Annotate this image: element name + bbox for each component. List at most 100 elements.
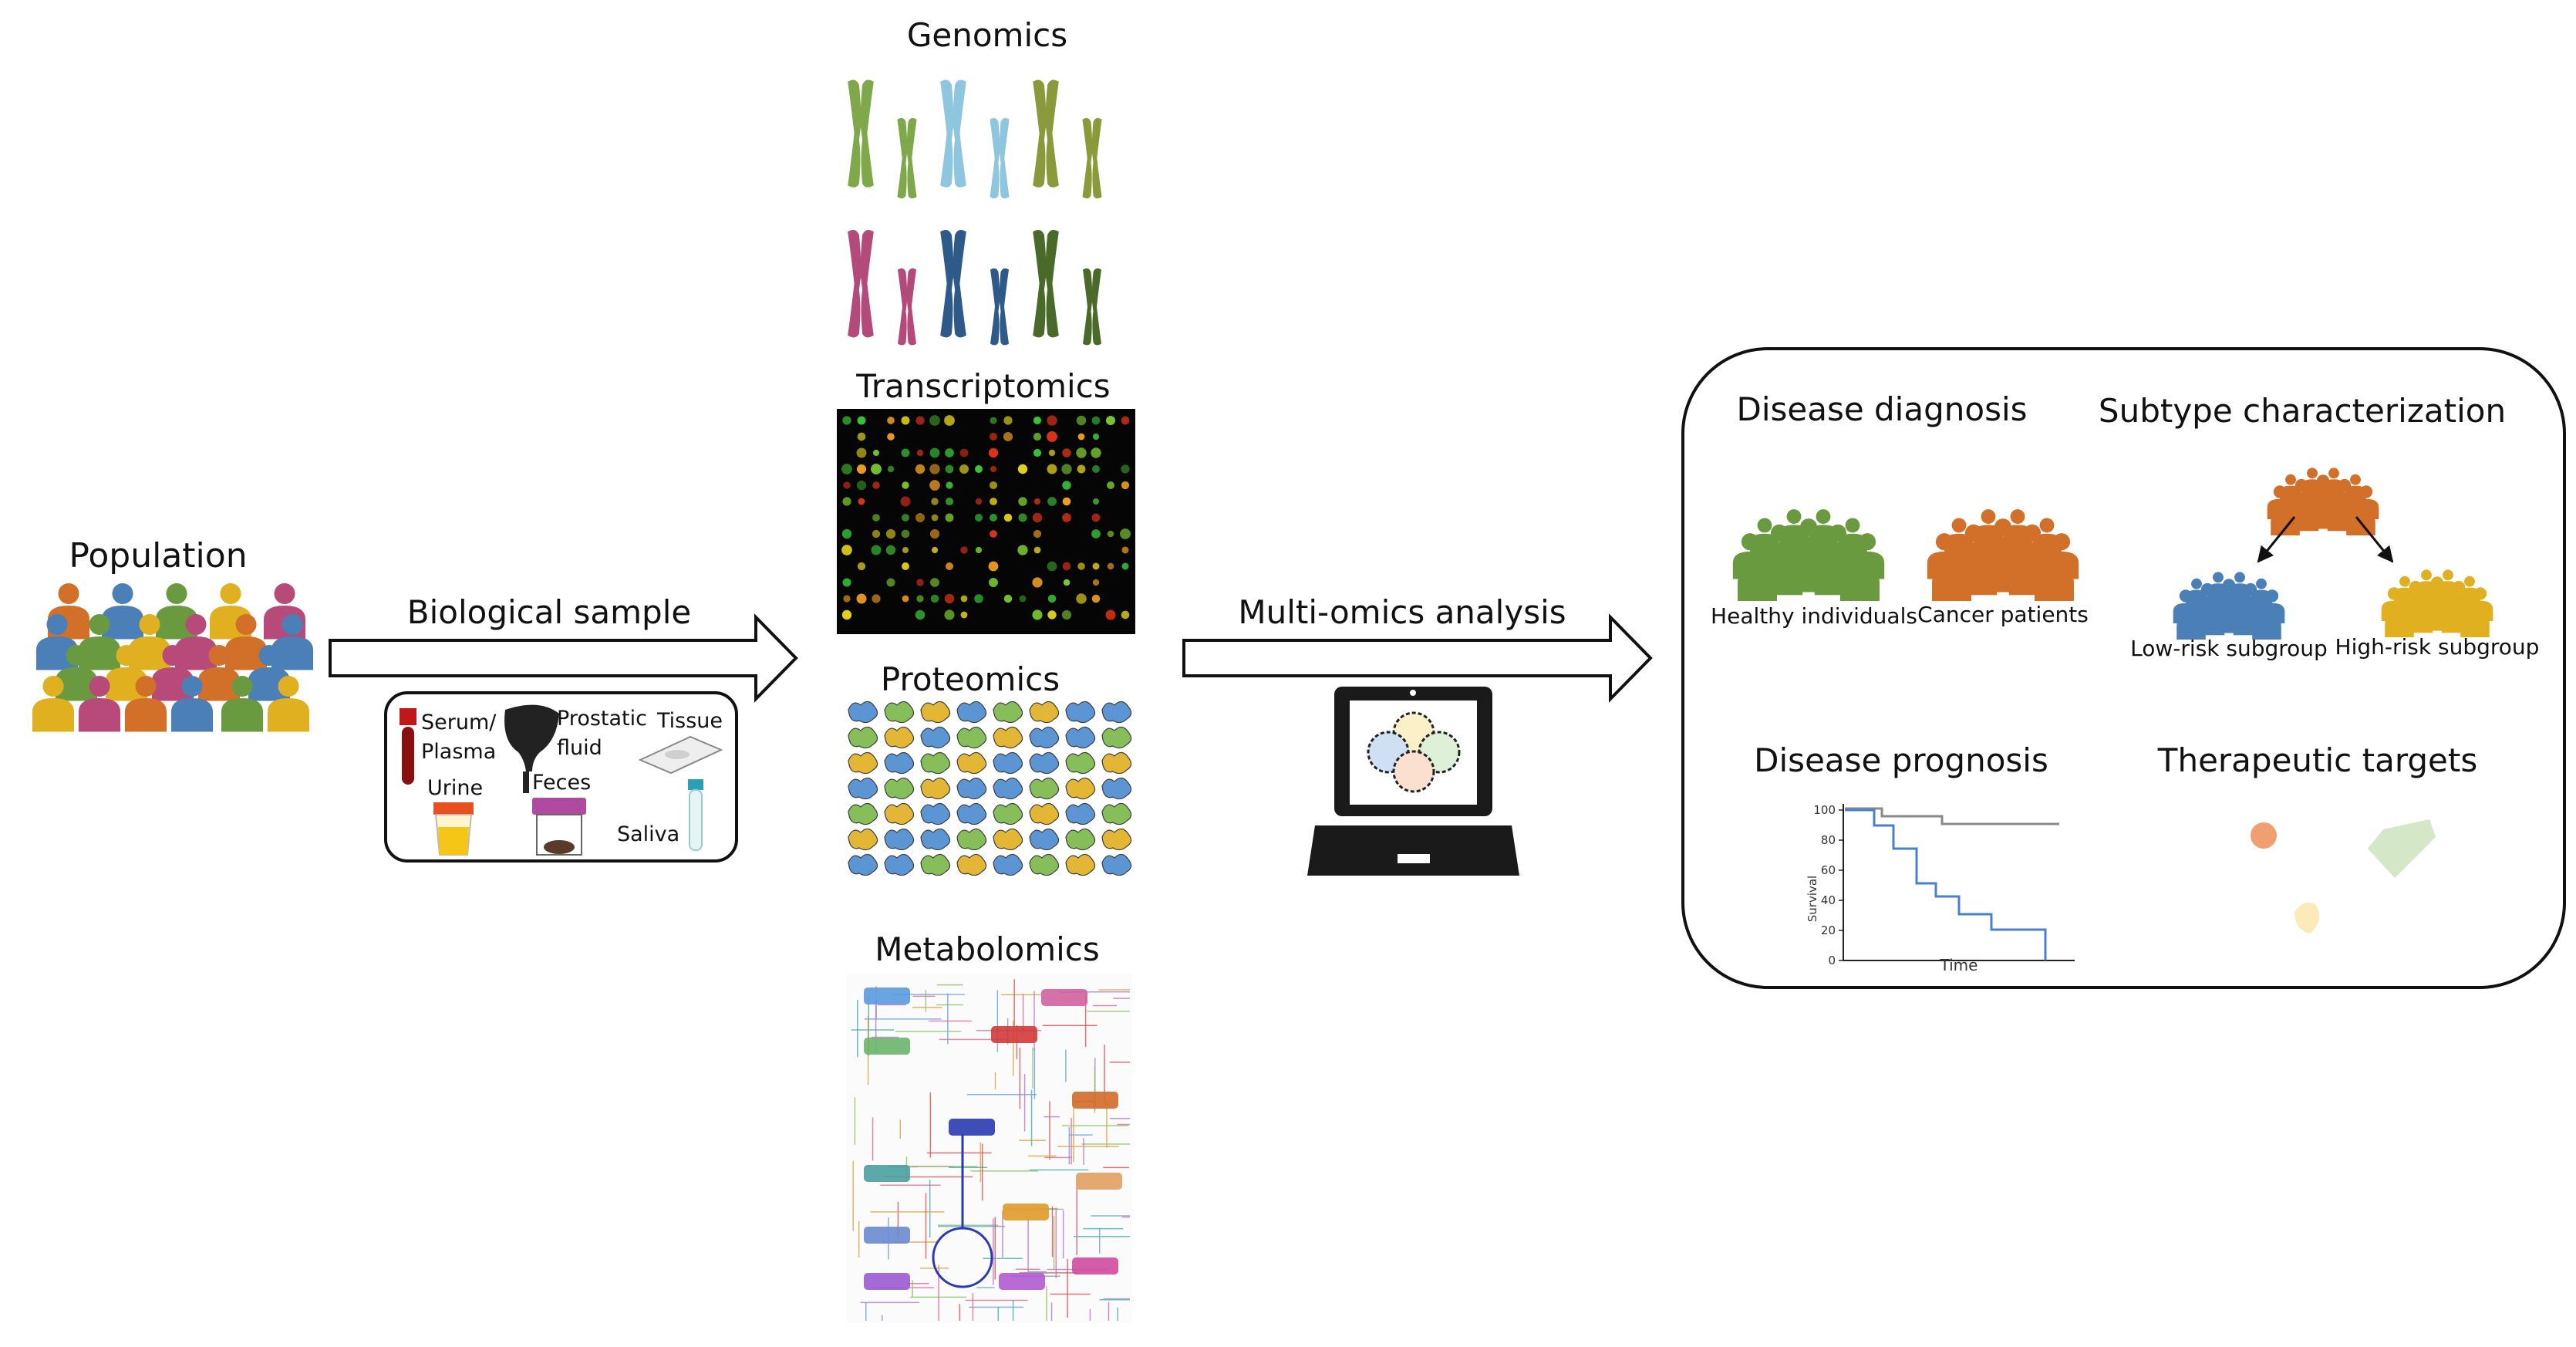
- chromosome-icon: [940, 79, 966, 187]
- saliva-tube-icon: [688, 779, 703, 851]
- healthy-individuals-label: Healthy individuals: [1711, 603, 1917, 629]
- survival-y-tick: 60: [1821, 863, 1836, 877]
- protein-icon: [920, 828, 951, 851]
- protein-icon: [993, 726, 1023, 749]
- survival-y-label: Survival: [1806, 876, 1819, 922]
- protein-icon: [1029, 726, 1060, 749]
- survival-y-tick: 40: [1821, 893, 1836, 907]
- biological-sample-label: Biological sample: [407, 593, 691, 631]
- protein-icon: [993, 853, 1023, 876]
- chromosome-icon: [1033, 79, 1059, 187]
- survival-y-tick: 20: [1821, 923, 1836, 937]
- protein-icon: [920, 726, 951, 749]
- protein-icon: [884, 726, 915, 749]
- sample-feces-label: Feces: [532, 771, 591, 795]
- protein-icon: [1029, 701, 1060, 724]
- chromosome-icon: [990, 268, 1009, 346]
- sample-types-box: Serum/ Plasma Prostatic fluid Tissue Uri…: [384, 691, 738, 863]
- sample-fluid-label: fluid: [557, 736, 602, 760]
- protein-icon: [1029, 853, 1060, 876]
- low-risk-subgroup-label: Low-risk subgroup: [2130, 636, 2328, 661]
- urine-cup-icon: [433, 802, 474, 856]
- protein-icon: [1029, 777, 1060, 800]
- protein-icon: [884, 828, 915, 851]
- protein-icon: [1029, 751, 1060, 775]
- survival-y-tick: 100: [1813, 803, 1836, 817]
- population-crowd-icon: [32, 582, 314, 732]
- protein-icon: [1065, 802, 1096, 825]
- sample-serum-label: Serum/: [421, 711, 497, 734]
- protein-icon: [884, 751, 915, 775]
- protein-icon: [956, 726, 987, 749]
- network-cluster-icon: [1367, 711, 1461, 793]
- sample-urine-label: Urine: [427, 776, 483, 800]
- survival-y-tick: 80: [1821, 833, 1836, 847]
- protein-icon: [1065, 853, 1096, 876]
- chromosome-icon: [940, 229, 966, 338]
- metabolomics-label: Metabolomics: [875, 930, 1100, 968]
- target-green-shape: [2368, 819, 2436, 878]
- protein-icon: [1029, 802, 1060, 825]
- biological-sample-arrow: Biological sample: [329, 593, 798, 703]
- target-orange-circle: [2251, 822, 2277, 849]
- person-icon: [101, 582, 144, 640]
- protein-icon: [848, 853, 878, 876]
- protein-icon: [884, 701, 915, 724]
- protein-icon: [848, 828, 878, 851]
- chromosome-icon: [1033, 229, 1059, 338]
- laptop-icon: [1307, 687, 1519, 876]
- survival-x-label: Time: [1940, 956, 1978, 974]
- protein-icon: [1065, 726, 1096, 749]
- target-yellow-shape: [2294, 903, 2320, 933]
- protein-icon: [848, 802, 878, 825]
- protein-icon: [956, 777, 987, 800]
- chromosome-icon: [1082, 117, 1102, 199]
- protein-icon: [920, 802, 951, 825]
- proteomics-proteins-image: [848, 701, 1132, 876]
- protein-icon: [1065, 777, 1096, 800]
- sample-tissue-label: Tissue: [656, 709, 723, 733]
- protein-icon: [993, 701, 1023, 724]
- protein-icon: [884, 853, 915, 876]
- protein-icon: [848, 777, 878, 800]
- transcriptomics-label: Transcriptomics: [855, 367, 1110, 405]
- protein-icon: [956, 853, 987, 876]
- proteomics-label: Proteomics: [881, 660, 1060, 698]
- subtype-characterization-title: Subtype characterization: [2099, 392, 2506, 430]
- protein-icon: [920, 853, 951, 876]
- protein-icon: [1101, 828, 1132, 851]
- protein-icon: [1101, 777, 1132, 800]
- cancer-patients-label: Cancer patients: [1917, 602, 2089, 627]
- protein-icon: [1065, 828, 1096, 851]
- high-risk-arrow: [2355, 516, 2394, 563]
- sample-saliva-label: Saliva: [617, 822, 679, 846]
- protein-icon: [884, 802, 915, 825]
- survival-curve-high-risk: [1845, 809, 2047, 960]
- protein-icon: [993, 777, 1023, 800]
- protein-icon: [956, 802, 987, 825]
- protein-icon: [848, 701, 878, 724]
- low-risk-arrow: [2257, 516, 2296, 563]
- applications-box: Disease diagnosis Healthy individuals Ca…: [1681, 347, 2566, 989]
- transcriptomics-microarray-image: [837, 409, 1135, 634]
- tissue-slide-icon: Tissue: [638, 709, 723, 775]
- genomics-label: Genomics: [907, 16, 1067, 54]
- genomics-chromosomes-image: [848, 79, 1102, 346]
- population-section: Population: [32, 536, 314, 732]
- protein-icon: [884, 777, 915, 800]
- protein-icon: [1029, 828, 1060, 851]
- sample-plasma-label: Plasma: [421, 740, 496, 764]
- chromosome-icon: [990, 117, 1010, 199]
- protein-icon: [920, 777, 951, 800]
- protein-icon: [1101, 726, 1132, 749]
- protein-icon: [1101, 751, 1132, 775]
- protein-icon: [956, 828, 987, 851]
- survival-curve-low-risk: [1845, 807, 2059, 825]
- therapeutic-targets-shapes: [2251, 819, 2436, 933]
- chromosome-icon: [898, 268, 916, 346]
- protein-icon: [993, 751, 1023, 775]
- omics-column: Genomics Transcriptomics Proteomics Meta…: [837, 16, 1135, 1323]
- protein-icon: [1101, 802, 1132, 825]
- chromosome-icon: [848, 229, 874, 338]
